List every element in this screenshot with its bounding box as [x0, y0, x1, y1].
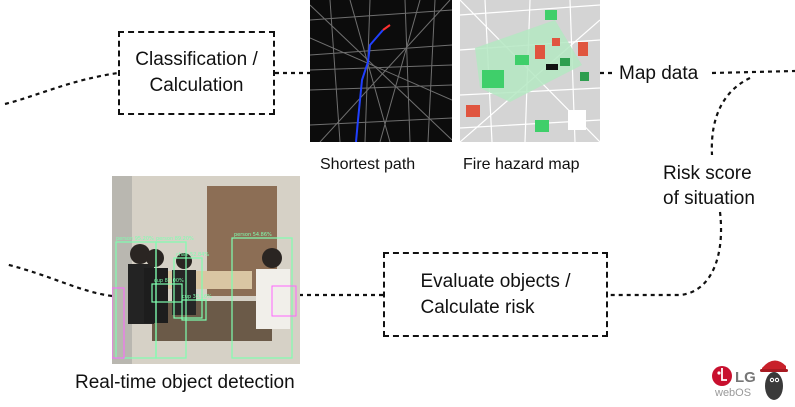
classification-calculation-node: Classification / Calculation [118, 31, 275, 115]
fire-hazard-map-label: Fire hazard map [463, 156, 580, 173]
classification-line-1: Classification / [135, 49, 258, 71]
risk-score-line-2: of situation [663, 187, 755, 209]
mascot-icon [760, 360, 788, 400]
realtime-detection-label: Real-time object detection [75, 372, 295, 393]
risk-score-line-1: Risk score [663, 163, 752, 184]
connector-risk-to-evaluate [608, 211, 723, 297]
detect-label-person-2: person 89.20% [156, 236, 194, 242]
connector-left-to-classification [4, 71, 119, 106]
detect-label-person-3: person 54.86% [234, 232, 272, 238]
shortest-path-route [355, 29, 384, 142]
detect-label-person-1: person 95.20% [116, 236, 154, 242]
detect-label-chair: chair 52.84% [176, 252, 209, 258]
lg-webos-logo: LG webOS [708, 352, 793, 402]
fire-hazard-map-image [460, 0, 600, 142]
connector-detection-to-left [4, 262, 113, 298]
object-detection-image: person 95.20% person 89.20% person 54.86… [112, 176, 300, 364]
detect-label-cup-1: cup 80.00% [154, 278, 184, 284]
map-data-label: Map data [619, 63, 699, 84]
evaluate-line-2: Calculate risk [420, 296, 535, 318]
connector-mapdata-to-right [711, 69, 795, 75]
lg-brand-text: LG [735, 369, 756, 386]
evaluate-risk-node: Evaluate objects / Calculate risk [383, 252, 608, 337]
detect-label-cup-2: cup 33.16% [182, 294, 212, 300]
webos-text: webOS [714, 387, 751, 399]
risk-score-label: Risk score of situation [663, 162, 755, 212]
shortest-path-map-image [310, 0, 452, 142]
shortest-path-label: Shortest path [320, 156, 416, 173]
classification-line-2: Calculation [149, 75, 244, 96]
connector-mapdata-to-risk [710, 77, 751, 156]
evaluate-line-1: Evaluate objects / [420, 270, 571, 292]
